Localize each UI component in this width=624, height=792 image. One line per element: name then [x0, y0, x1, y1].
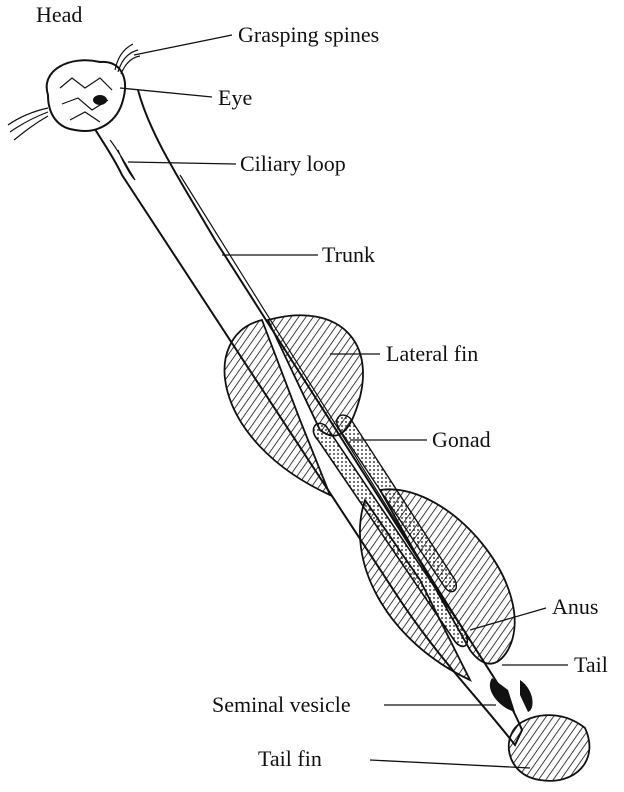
tail-fin: [509, 715, 590, 781]
grasping-spines-left: [8, 108, 48, 140]
label-tail: Tail: [574, 652, 608, 677]
label-gonad: Gonad: [432, 427, 491, 452]
leader-ciliary-loop: [128, 162, 236, 164]
label-anus: Anus: [552, 594, 598, 619]
label-eye: Eye: [218, 85, 252, 110]
label-ciliary-loop: Ciliary loop: [240, 151, 346, 176]
label-trunk: Trunk: [322, 242, 375, 267]
eye: [93, 95, 107, 105]
seminal-vesicle: [490, 678, 515, 712]
label-tail-fin: Tail fin: [258, 746, 322, 771]
leader-eye: [120, 88, 212, 97]
leader-grasping-spines: [134, 35, 232, 55]
label-head: Head: [36, 2, 82, 27]
head: [47, 60, 125, 131]
label-lateral-fin: Lateral fin: [386, 341, 478, 366]
leader-tail-fin: [370, 760, 530, 768]
grasping-spines-right: [115, 44, 140, 74]
label-grasping-spines: Grasping spines: [238, 22, 379, 47]
seminal-vesicle-right: [520, 680, 533, 712]
label-seminal-vesicle: Seminal vesicle: [212, 692, 351, 717]
